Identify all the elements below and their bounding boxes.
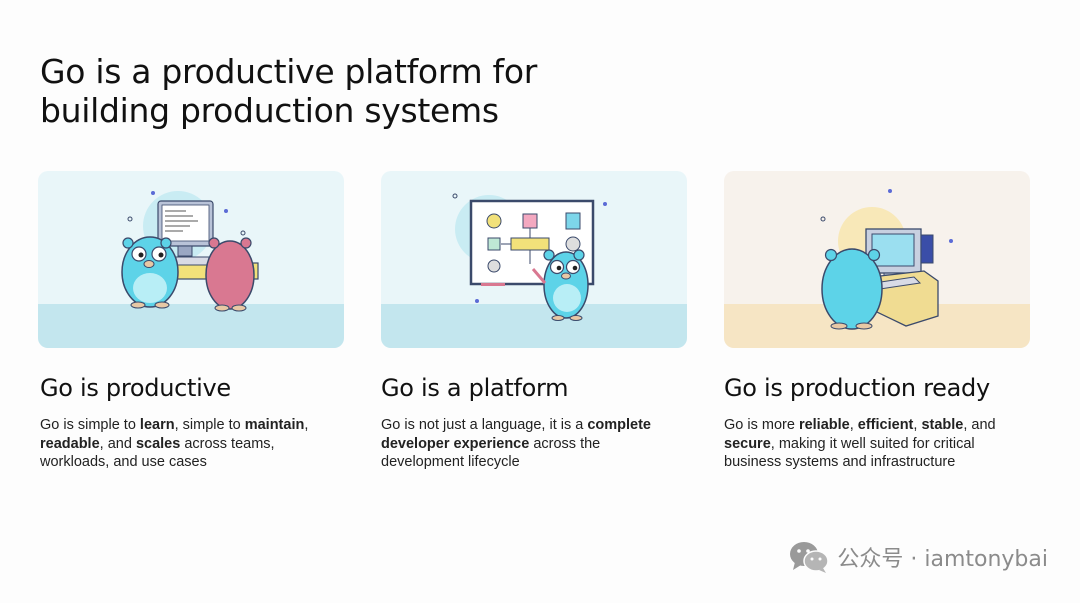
- text-run-bold: maintain: [244, 417, 305, 433]
- wechat-icon: [790, 542, 830, 573]
- slide-title-line-1: Go is a productive platform for: [40, 52, 538, 91]
- text-run-bold: reliable: [798, 417, 850, 433]
- illustration-card-productive: [38, 171, 344, 348]
- description-platform: Go is not just a language, it is a compl…: [381, 416, 673, 472]
- text-run: , making it well suited for critical bus…: [724, 435, 975, 471]
- watermark: 公众号 · iamtonybai: [789, 540, 1048, 574]
- text-run: , and: [99, 435, 136, 452]
- heading-productive: Go is productive: [40, 374, 231, 402]
- watermark-text: 公众号 · iamtonybai: [837, 547, 1048, 572]
- text-run: Go is more: [724, 417, 799, 433]
- text-run: across the development lifecycle: [381, 435, 601, 471]
- text-run: ,: [304, 417, 309, 433]
- illustration-card-platform: [381, 171, 687, 348]
- gopher-at-desk-illustration: [724, 171, 1030, 348]
- illustration-card-production-ready: [724, 171, 1030, 348]
- text-run: Go is simple to: [40, 417, 140, 433]
- text-run-bold: efficient: [857, 417, 914, 433]
- text-run: , and: [963, 417, 996, 433]
- gophers-at-computer-illustration: [38, 171, 344, 348]
- text-run: ,: [913, 417, 922, 433]
- description-production-ready: Go is more reliable, efficient, stable, …: [724, 416, 1016, 472]
- text-run: Go is not just a language, it is a: [381, 417, 588, 433]
- text-run-bold: scales: [135, 435, 181, 452]
- text-run-bold: readable: [40, 435, 100, 452]
- text-run-bold: learn: [139, 417, 175, 433]
- heading-production-ready: Go is production ready: [724, 374, 990, 402]
- description-productive: Go is simple to learn, simple to maintai…: [40, 416, 332, 472]
- heading-platform: Go is a platform: [381, 374, 569, 402]
- gopher-at-whiteboard-illustration: [381, 171, 687, 348]
- text-run-bold: stable: [921, 417, 964, 433]
- text-run: , simple to: [174, 417, 245, 433]
- text-run: ,: [849, 417, 858, 433]
- text-run: across teams, workloads, and use cases: [40, 435, 275, 471]
- slide-title: Go is a productive platform for building…: [40, 52, 680, 130]
- text-run-bold: complete developer experience: [381, 417, 652, 452]
- slide-title-line-2: building production systems: [40, 91, 499, 130]
- text-run-bold: secure: [724, 435, 771, 452]
